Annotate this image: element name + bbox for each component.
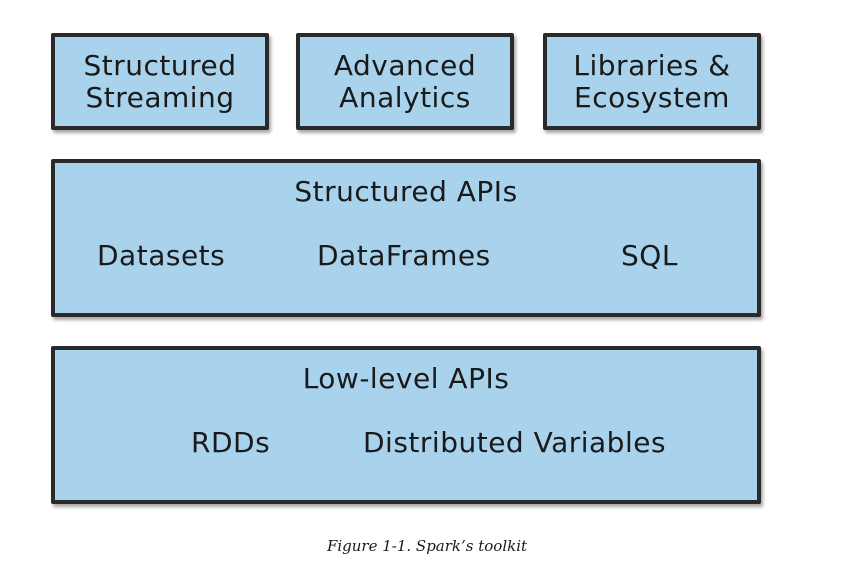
box-label-line1: Advanced — [333, 48, 477, 82]
box-label-line2: Streaming — [85, 80, 235, 114]
box-libraries-ecosystem: Libraries & Ecosystem — [543, 33, 761, 130]
box-label-line2: Analytics — [339, 80, 471, 114]
box-advanced-analytics: Advanced Analytics — [296, 33, 514, 130]
item-datasets: Datasets — [97, 239, 226, 272]
layer-title: Low-level APIs — [302, 362, 510, 395]
figure-caption: Figure 1-1. Spark’s toolkit — [326, 537, 528, 555]
box-label-line1: Libraries & — [573, 48, 731, 82]
box-label-line1: Structured — [83, 48, 237, 82]
box-structured-streaming: Structured Streaming — [51, 33, 269, 130]
item-sql: SQL — [621, 239, 678, 272]
box-low-level-apis: Low-level APIs RDDs Distributed Variable… — [51, 346, 761, 504]
layer-title: Structured APIs — [294, 175, 518, 208]
item-distributed-variables: Distributed Variables — [363, 426, 667, 459]
item-rdds: RDDs — [191, 426, 271, 459]
box-structured-apis: Structured APIs Datasets DataFrames SQL — [51, 159, 761, 317]
item-dataframes: DataFrames — [317, 239, 491, 272]
box-label-line2: Ecosystem — [574, 80, 730, 114]
